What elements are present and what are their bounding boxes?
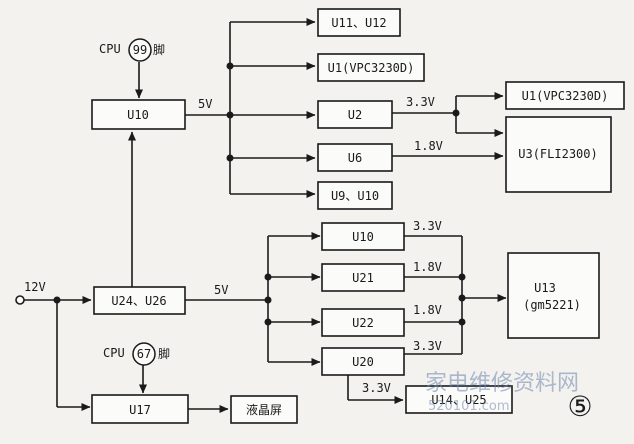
svg-text:U22: U22 — [352, 316, 374, 330]
svg-text:U21: U21 — [352, 271, 374, 285]
watermark-text: 家电维修资料网 — [425, 371, 579, 396]
svg-text:(gm5221): (gm5221) — [523, 298, 581, 312]
svg-text:U1(VPC3230D): U1(VPC3230D) — [328, 61, 415, 75]
box-u24-u26: U24、U26 — [93, 286, 186, 315]
cpu-pin-67-label: CPU 67 脚 — [103, 342, 170, 366]
box-u1-top: U1(VPC3230D) — [317, 53, 425, 82]
pin-circle — [132, 342, 156, 366]
svg-text:67: 67 — [137, 347, 151, 361]
u2-3v3-label: 3.3V — [406, 95, 435, 109]
box-u11-u12: U11、U12 — [317, 8, 401, 37]
box-u17: U17 — [91, 394, 189, 424]
box-u21: U21 — [321, 263, 405, 292]
box-u3: U3(FLI2300) — [505, 116, 612, 193]
box-u1-right: U1(VPC3230D) — [505, 81, 625, 110]
voltage-labels: 12V 5V 5V 3.3V 1.8V 3.3V 1.8V 1.8V 3.3V … — [24, 95, 443, 395]
u21-1v8-label: 1.8V — [413, 260, 442, 274]
box-u10: U10 — [91, 99, 186, 130]
svg-text:CPU: CPU — [99, 42, 121, 56]
bus-5v-top-label: 5V — [198, 97, 212, 111]
bus-5v-mid-label: 5V — [214, 283, 228, 297]
box-lcd: 液晶屏 — [230, 395, 298, 424]
box-u6: U6 — [317, 143, 393, 172]
svg-text:U10: U10 — [127, 108, 149, 122]
u20-3v3-label: 3.3V — [413, 339, 442, 353]
svg-text:U17: U17 — [129, 403, 151, 417]
svg-text:U24、U26: U24、U26 — [111, 294, 166, 308]
cpu-pin-99-label: CPU 99 脚 — [99, 38, 165, 62]
watermark: 家电维修资料网 520101.com — [425, 371, 579, 414]
figure-number: ⑤ — [567, 390, 592, 423]
svg-text:99: 99 — [133, 43, 147, 57]
svg-text:CPU: CPU — [103, 346, 125, 360]
svg-text:U3(FLI2300): U3(FLI2300) — [518, 147, 597, 161]
svg-text:U14、U25: U14、U25 — [431, 393, 486, 407]
box-u10-lower: U10 — [321, 222, 405, 251]
pin-circle — [128, 38, 152, 62]
box-u22: U22 — [321, 308, 405, 337]
u22-1v8-label: 1.8V — [413, 303, 442, 317]
svg-text:U1(VPC3230D): U1(VPC3230D) — [522, 89, 609, 103]
svg-text:U13: U13 — [534, 281, 556, 295]
svg-text:U11、U12: U11、U12 — [331, 16, 386, 30]
svg-text:U2: U2 — [348, 108, 362, 122]
svg-text:U6: U6 — [348, 151, 362, 165]
box-u20: U20 — [321, 347, 405, 376]
svg-text:U20: U20 — [352, 355, 374, 369]
input-terminal — [15, 295, 25, 305]
u10-3v3-label: 3.3V — [413, 219, 442, 233]
svg-text:U10: U10 — [352, 230, 374, 244]
svg-text:U9、U10: U9、U10 — [331, 189, 379, 203]
box-u13: U13 (gm5221) — [507, 252, 600, 339]
svg-text:脚: 脚 — [153, 42, 165, 57]
box-u2: U2 — [317, 100, 393, 129]
svg-text:液晶屏: 液晶屏 — [246, 402, 282, 417]
box-u14-u25: U14、U25 — [405, 385, 513, 414]
main-wires — [15, 131, 507, 413]
watermark-url: 520101.com — [428, 399, 510, 414]
svg-text:脚: 脚 — [158, 346, 170, 361]
u6-1v8-label: 1.8V — [414, 139, 443, 153]
box-u9-u10: U9、U10 — [317, 181, 393, 210]
input-12v-label: 12V — [24, 280, 46, 294]
u14-3v3-label: 3.3V — [362, 381, 391, 395]
top-wires — [135, 18, 504, 198]
